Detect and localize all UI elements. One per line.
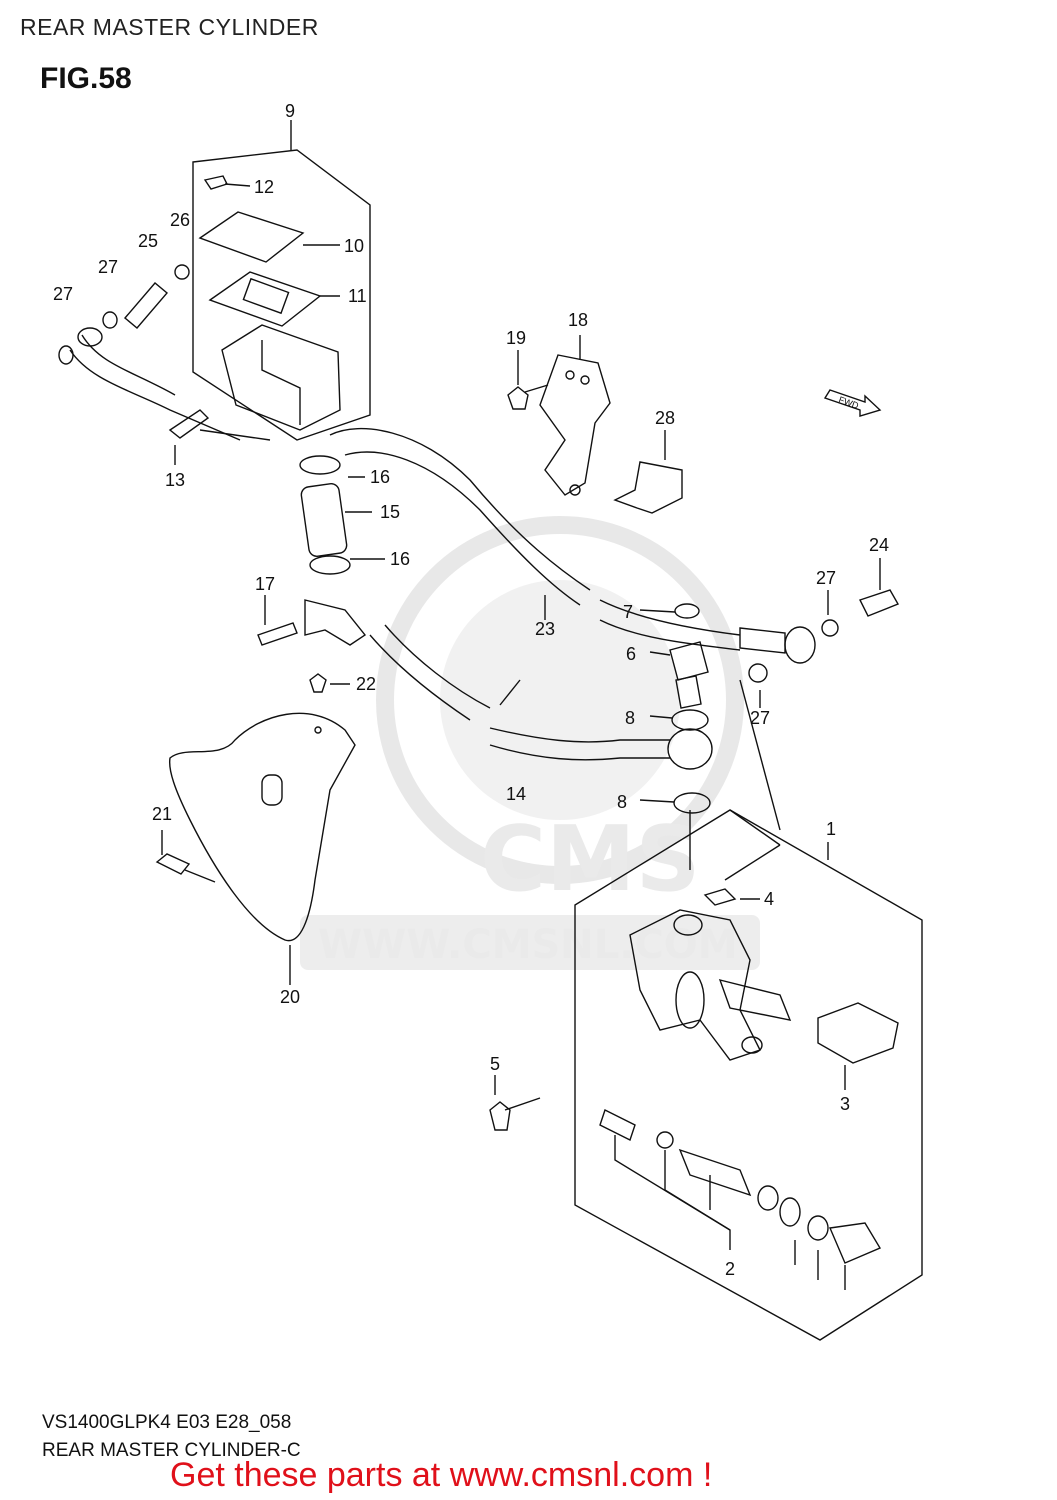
callout-28: 28: [655, 408, 675, 428]
callout-13: 13: [165, 470, 185, 490]
callout-1: 1: [826, 819, 836, 839]
callout-16b: 16: [390, 549, 410, 569]
callout-3: 3: [840, 1094, 850, 1114]
footer-model-code: VS1400GLPK4 E03 E28_058: [42, 1412, 292, 1433]
callout-11: 11: [348, 286, 367, 306]
callout-10: 10: [344, 236, 364, 256]
callout-22: 22: [356, 674, 376, 694]
callout-5: 5: [490, 1054, 500, 1074]
callout-4: 4: [764, 889, 774, 909]
cta-link[interactable]: Get these parts at www.cmsnl.com !: [170, 1456, 713, 1494]
callout-18: 18: [568, 310, 588, 330]
callout-12: 12: [254, 177, 274, 197]
callout-7: 7: [623, 602, 633, 622]
callout-17: 17: [255, 574, 275, 594]
callout-15: 15: [380, 502, 400, 522]
cms-watermark: CMS WWW.CMSNL.COM: [300, 516, 760, 970]
callout-8b: 8: [617, 792, 627, 812]
footer-subtitle: REAR MASTER CYLINDER-C: [42, 1440, 301, 1461]
watermark-url: WWW.CMSNL.COM: [318, 922, 738, 968]
callout-21: 21: [152, 804, 172, 824]
callout-27a: 27: [98, 257, 118, 277]
callout-14: 14: [506, 784, 526, 804]
line-art: [58, 120, 923, 1341]
callout-19: 19: [506, 328, 526, 348]
callout-24: 24: [869, 535, 889, 555]
callout-27d: 27: [750, 708, 770, 728]
page-title: REAR MASTER CYLINDER: [20, 14, 319, 40]
callout-20: 20: [280, 987, 300, 1007]
figure-label: FIG.58: [40, 62, 132, 95]
callout-23: 23: [535, 619, 555, 639]
callout-8a: 8: [625, 708, 635, 728]
callout-26: 26: [170, 210, 190, 230]
callout-27c: 27: [816, 568, 836, 588]
fwd-label: FWD: [837, 394, 860, 411]
callout-2: 2: [725, 1259, 735, 1279]
callout-9: 9: [285, 101, 295, 121]
callout-16a: 16: [370, 467, 390, 487]
callout-25: 25: [138, 231, 158, 251]
callout-27b: 27: [53, 284, 73, 304]
callout-6: 6: [626, 644, 636, 664]
watermark-logo: CMS: [480, 807, 700, 912]
